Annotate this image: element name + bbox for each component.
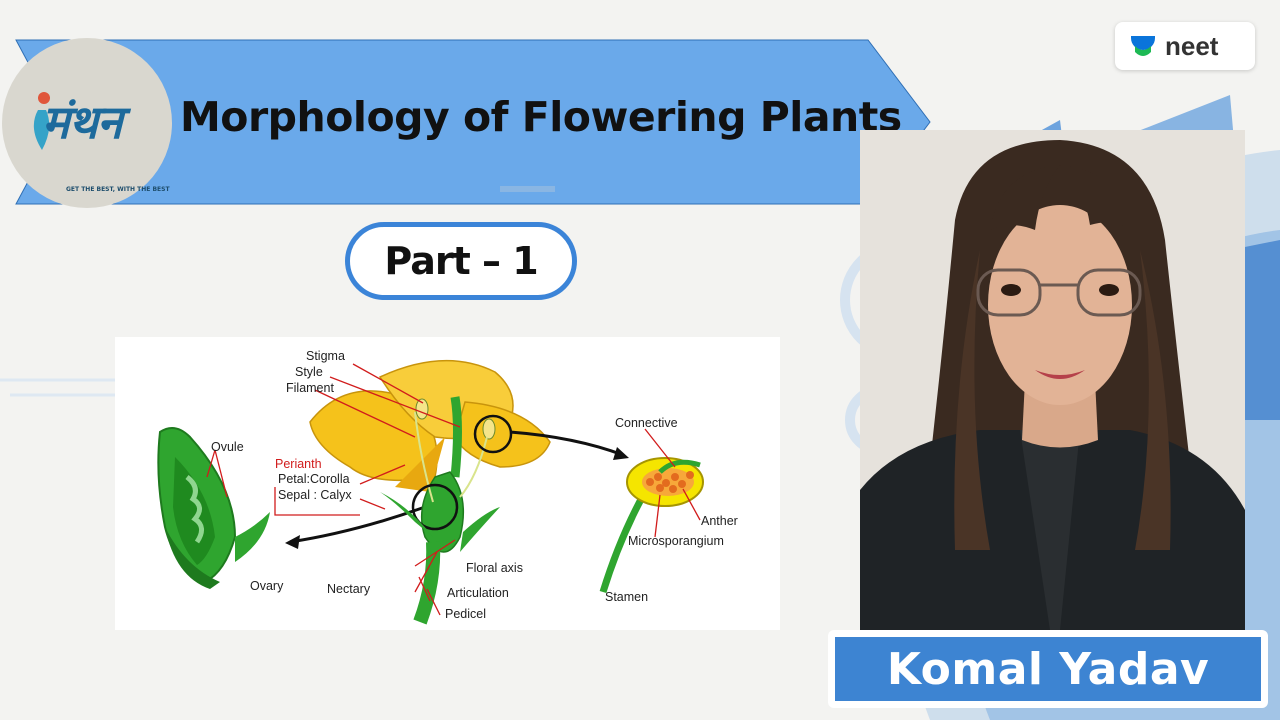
leaf-icon (33, 92, 50, 150)
presenter-name-plate: Komal Yadav (828, 630, 1268, 708)
slide-title: Morphology of Flowering Plants (180, 93, 902, 141)
label-perianth: Perianth (275, 457, 322, 471)
glasses-icon (976, 268, 1142, 317)
presenter-name: Komal Yadav (886, 643, 1210, 695)
label-pedicel: Pedicel (445, 607, 486, 621)
label-ovary: Ovary (250, 579, 284, 593)
neet-badge[interactable]: neet (1115, 22, 1255, 70)
label-stamen: Stamen (605, 590, 649, 604)
part-label: Part – 1 (384, 239, 538, 283)
label-sepal: Sepal : Calyx (278, 488, 352, 502)
presenter-silhouette (860, 130, 1245, 630)
label-petal: Petal:Corolla (278, 472, 350, 486)
label-nectary: Nectary (327, 582, 371, 596)
label-filament: Filament (286, 381, 334, 395)
label-articulation: Articulation (447, 586, 509, 600)
presenter-name-bg: Komal Yadav (835, 637, 1261, 701)
ovary-illustration (157, 427, 270, 589)
stamen-illustration (599, 457, 704, 594)
flower-petals (309, 359, 551, 492)
label-ovule: Ovule (211, 440, 244, 454)
label-style: Style (295, 365, 323, 379)
presenter-video (860, 130, 1245, 630)
flower-diagram: Stigma Style Filament Ovule Perianth Pet… (115, 337, 780, 630)
label-anther: Anther (701, 514, 738, 528)
label-microsporangium: Microsporangium (628, 534, 724, 548)
label-floral-axis: Floral axis (466, 561, 523, 575)
logo-tagline: GET THE BEST, WITH THE BEST (66, 186, 170, 193)
flower-illustration (157, 359, 704, 625)
neet-label: neet (1165, 30, 1219, 61)
brand-logo: मंथन GET THE BEST, WITH THE BEST (2, 38, 172, 208)
label-connective: Connective (615, 416, 678, 430)
logo-text: मंथन (42, 95, 122, 149)
flower-reproductive-parts (380, 396, 513, 625)
part-badge: Part – 1 (345, 222, 577, 300)
label-stigma: Stigma (306, 349, 345, 363)
unacademy-logo-icon (1131, 36, 1155, 56)
